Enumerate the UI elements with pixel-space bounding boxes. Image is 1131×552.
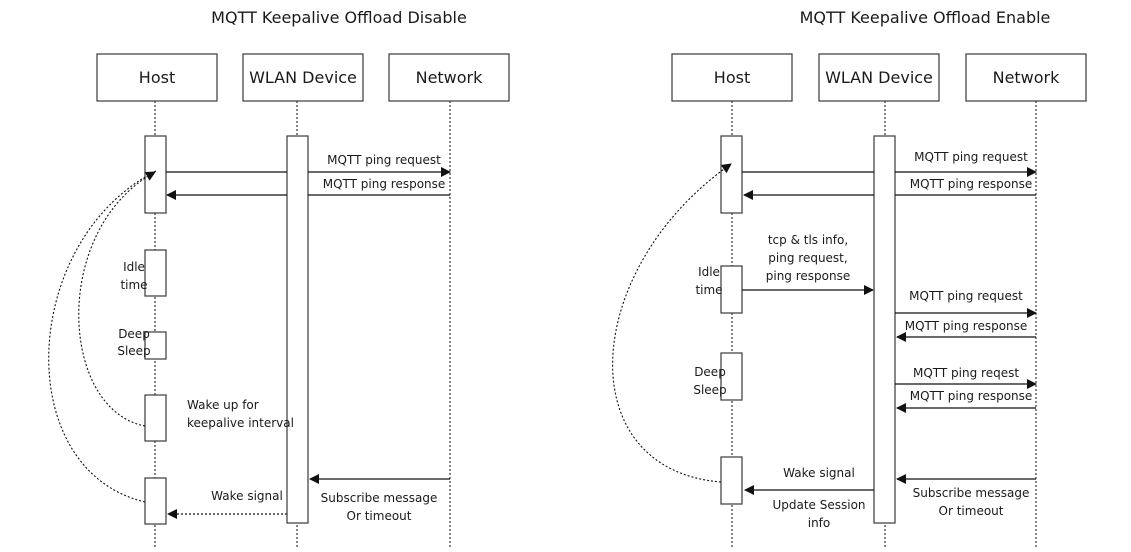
idle-label-line2: time [695,283,722,297]
offload-ping-request-label-1: MQTT ping request [909,289,1023,303]
deep-sleep-label-line1: Deep [118,327,150,341]
offload-label-line3: ping response [766,269,851,283]
offload-ping-response-label-2: MQTT ping response [910,389,1033,403]
host-activation-wake [720,456,743,505]
wake-signal-label: Wake signal [783,466,855,480]
wake-signal-label: Wake signal [211,489,283,503]
subscribe-label-line1: Subscribe message [321,491,438,505]
diagram-title: MQTT Keepalive Offload Disable [211,8,467,27]
update-session-label-line1: Update Session [772,498,865,512]
actor-host: Host [671,53,793,102]
diagram-title: MQTT Keepalive Offload Enable [800,8,1051,27]
actor-label: Network [416,68,484,87]
ping-request-label: MQTT ping request [327,153,441,167]
actor-host: Host [96,53,218,102]
host-activation-active [720,135,743,214]
deep-sleep-label-line1: Deep [694,365,726,379]
ping-request-label: MQTT ping request [914,150,1028,164]
host-activation-deep-sleep [144,331,167,360]
wake-loop-curve [48,170,157,503]
idle-label-line2: time [120,278,147,292]
update-session-label-line2: info [808,516,831,530]
offload-label-line1: tcp & tls info, [768,233,848,247]
wlan-activation [873,135,896,524]
wake-up-label-line1: Wake up for [187,398,259,412]
offload-ping-response-label-1: MQTT ping response [905,319,1028,333]
host-activation-wake [144,394,167,442]
host-activation-idle [144,249,167,297]
actor-wlan-device: WLAN Device [242,53,364,102]
idle-label-line1: Idle [123,260,145,274]
subscribe-label-line1: Subscribe message [913,486,1030,500]
actor-network: Network [965,53,1087,102]
offload-ping-request-label-2: MQTT ping reqest [913,366,1019,380]
host-activation-idle [720,265,743,314]
subscribe-label-line2: Or timeout [347,509,412,523]
offload-label-line2: ping request, [768,251,847,265]
actor-label: WLAN Device [249,68,357,87]
actor-wlan-device: WLAN Device [818,53,940,102]
ping-response-label: MQTT ping response [323,177,446,191]
diagram-offload-enable: MQTT Keepalive Offload Enable Host WLAN … [612,8,1087,548]
wlan-activation [286,135,309,524]
ping-response-label: MQTT ping response [910,177,1033,191]
host-activation-deep-sleep [720,352,743,401]
keepalive-loop-curve [78,171,156,427]
deep-sleep-label-line2: Sleep [693,383,726,397]
diagram-offload-disable: MQTT Keepalive Offload Disable Host WLAN… [48,8,510,548]
actor-label: WLAN Device [825,68,933,87]
host-activation-wake-signal [144,477,167,525]
actor-network: Network [388,53,510,102]
wake-up-label-line2: keepalive interval [187,416,294,430]
actor-label: Network [993,68,1061,87]
subscribe-label-line2: Or timeout [939,504,1004,518]
actor-label: Host [139,68,175,87]
deep-sleep-label-line2: Sleep [117,344,150,358]
idle-label-line1: Idle [698,265,720,279]
host-activation-active [144,135,167,214]
wake-loop-curve [612,163,732,483]
actor-label: Host [714,68,750,87]
